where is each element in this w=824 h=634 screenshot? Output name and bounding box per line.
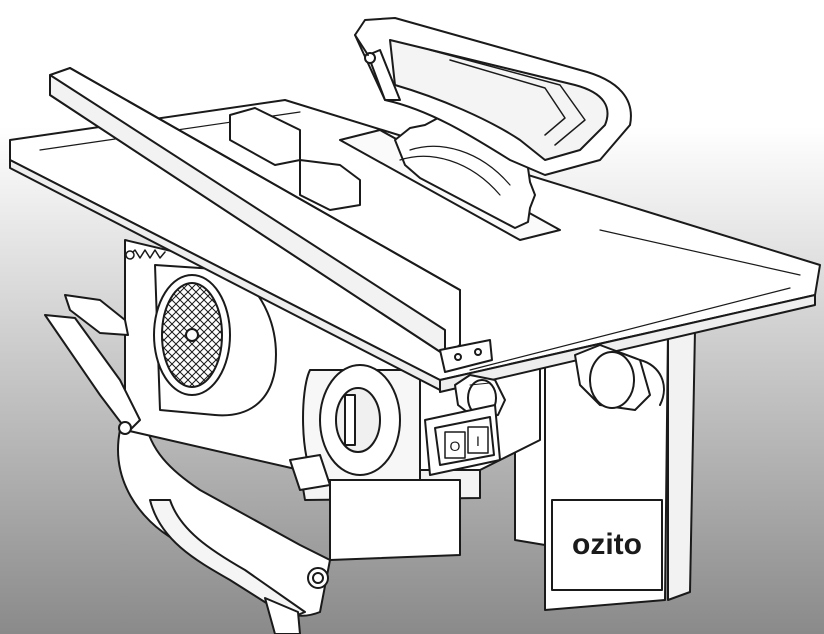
blade-guard [354,17,632,176]
power-switch [424,404,501,476]
switch-on-symbol: I [476,433,480,449]
left-stand-frame [117,419,331,634]
cooling-fan-grille [153,264,277,417]
bevel-lock-knob [574,344,665,411]
rip-fence [49,67,493,373]
brand-plate [551,499,663,591]
lower-bracket [289,454,331,589]
tilt-adjust-handle [44,294,141,435]
brand-logo: ozito [572,528,642,561]
table-fixtures [229,107,361,211]
tension-spring [125,249,166,260]
motor-cylinder [302,364,421,481]
switch-off-symbol: O [450,438,461,454]
